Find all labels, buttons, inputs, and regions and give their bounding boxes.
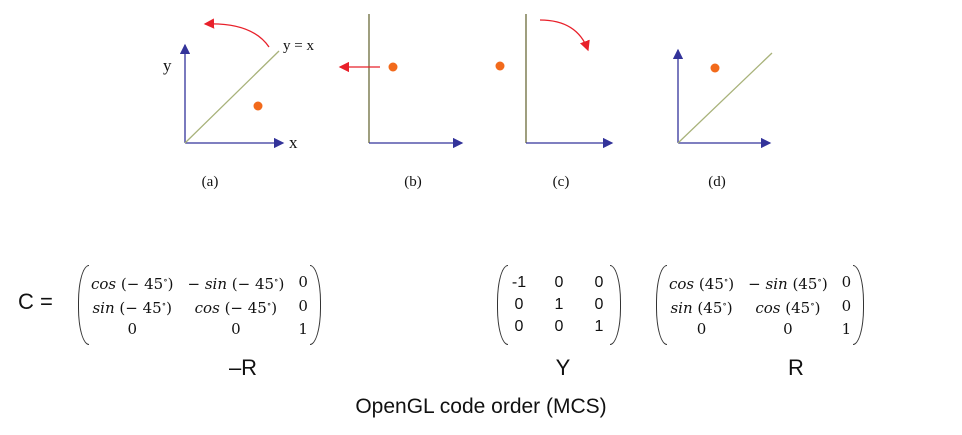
x-axis-label: x: [289, 133, 298, 152]
matrix-cell: 0: [298, 297, 308, 315]
r-label: R: [788, 355, 804, 380]
transformation-figure: [179, 14, 773, 149]
panel-a: [179, 18, 285, 149]
minus-r-matrix: cos (− 45∘) − sin (− 45∘) 0 sin (− 45∘) …: [78, 262, 321, 348]
matrix-cell: cos (− 45∘): [194, 298, 278, 317]
y-matrix: -1 0 0 0 1 0 0 0 1: [497, 262, 621, 348]
right-paren: [610, 265, 621, 345]
left-paren: [497, 265, 508, 345]
y-grid: -1 0 0 0 1 0 0 0 1: [508, 272, 610, 338]
matrix-cell: 0: [231, 319, 241, 338]
panel-b-point: [388, 62, 398, 72]
matrix-cell: sin (− 45∘): [92, 298, 172, 317]
matrix-cell: 1: [298, 319, 308, 338]
panel-a-rotation-arrow: [203, 18, 270, 48]
matrix-cell: 0: [594, 274, 604, 291]
panel-c: [495, 14, 614, 149]
panel-d: [672, 48, 773, 149]
matrix-cell: 0: [554, 318, 564, 335]
matrix-cell: sin (45∘): [670, 298, 733, 317]
matrix-cell: 0: [554, 274, 564, 291]
matrix-cell: 0: [127, 319, 138, 338]
matrix-product: cos (− 45∘) − sin (− 45∘) 0 sin (− 45∘) …: [0, 262, 962, 352]
matrix-cell: 1: [594, 318, 604, 335]
r-grid: cos (45∘) − sin (45∘) 0 sin (45∘) cos (4…: [667, 271, 853, 340]
y-axis-label: y: [163, 56, 172, 75]
matrix-cell: cos (45∘): [669, 274, 735, 293]
panel-a-point: [253, 101, 263, 111]
matrix-cell: 0: [514, 296, 524, 313]
panel-b-label: (b): [404, 174, 422, 190]
matrix-cell: 0: [298, 273, 308, 291]
panel-d-diagonal: [677, 52, 773, 144]
right-paren: [853, 265, 865, 345]
panel-a-label: (a): [201, 174, 219, 190]
left-paren: [656, 265, 667, 345]
panel-b: [338, 14, 464, 149]
matrix-cell: 0: [841, 273, 852, 291]
matrix-cell: 1: [554, 296, 564, 313]
panel-d-point: [710, 63, 720, 73]
diagonal-line-label: y = x: [283, 38, 314, 54]
right-paren: [309, 265, 321, 345]
matrix-cell: -1: [511, 274, 527, 291]
minus-r-label: –R: [228, 355, 258, 380]
matrix-cell: cos (− 45∘): [91, 274, 174, 293]
panel-c-rotation-arrow: [539, 19, 590, 52]
matrix-cell: − sin (− 45∘): [187, 274, 285, 293]
matrix-cell: cos (45∘): [755, 298, 821, 317]
matrix-cell: 0: [514, 318, 524, 335]
equation-lhs: C =: [18, 289, 53, 314]
panel-d-label: (d): [708, 174, 726, 190]
panel-a-diagonal: [184, 50, 280, 144]
matrix-cell: 0: [841, 297, 852, 315]
y-label: Y: [555, 355, 571, 380]
minus-r-grid: cos (− 45∘) − sin (− 45∘) 0 sin (− 45∘) …: [89, 271, 310, 340]
panel-c-label: (c): [552, 174, 570, 190]
caption: OpenGL code order (MCS): [355, 395, 607, 418]
matrix-cell: − sin (45∘): [748, 274, 828, 293]
matrix-cell: 1: [841, 319, 852, 338]
matrix-cell: 0: [783, 319, 793, 338]
panel-c-point: [495, 61, 505, 71]
matrix-cell: 0: [696, 319, 707, 338]
matrix-cell: 0: [594, 296, 604, 313]
r-matrix: cos (45∘) − sin (45∘) 0 sin (45∘) cos (4…: [656, 262, 865, 348]
left-paren: [78, 265, 89, 345]
